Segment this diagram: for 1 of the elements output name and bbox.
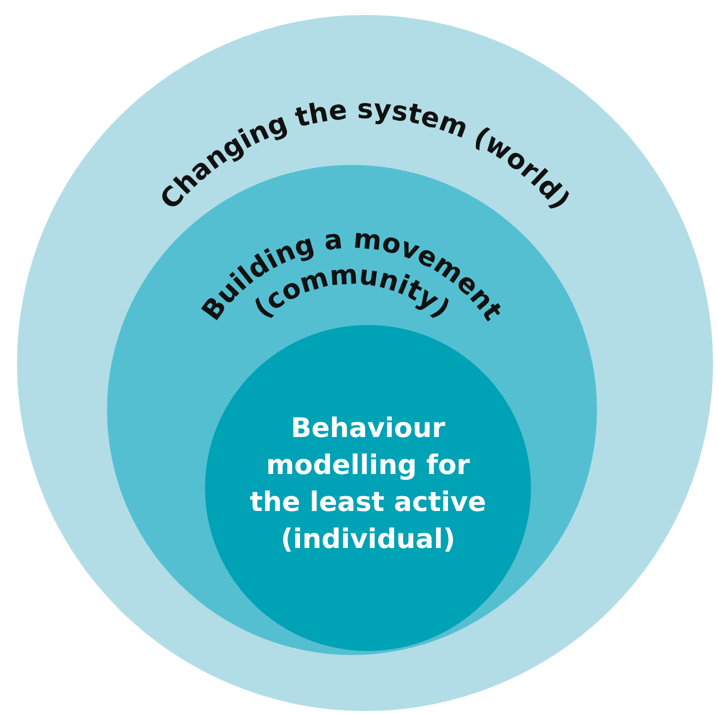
circle-label: Behaviour modelling for the least active (individual) bbox=[248, 412, 488, 557]
